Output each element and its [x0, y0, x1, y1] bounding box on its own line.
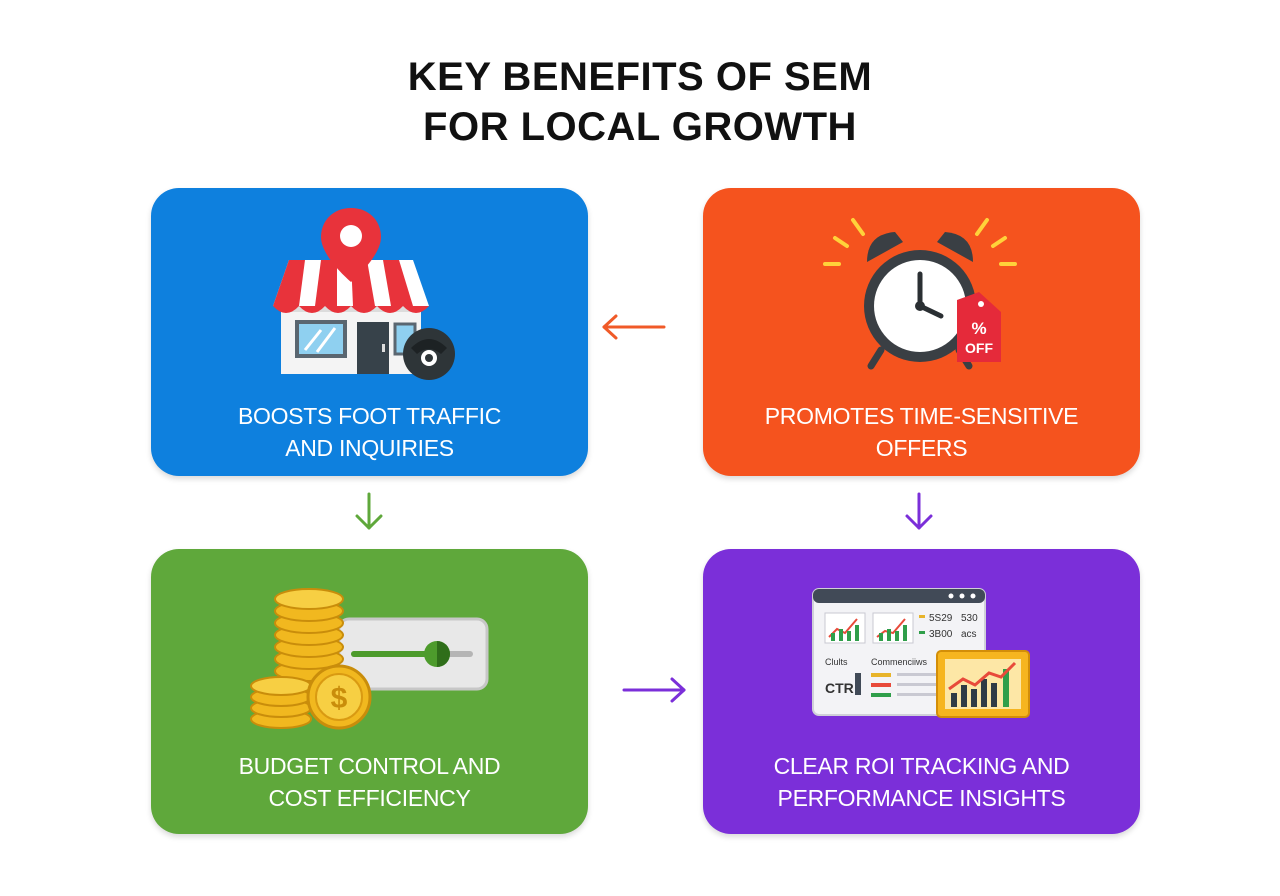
currency-symbol-text: $: [331, 682, 348, 715]
card-roi-line-1: CLEAR ROI TRACKING AND: [773, 753, 1070, 779]
card-foot-traffic: BOOSTS FOOT TRAFFIC AND INQUIRIES: [151, 188, 588, 476]
card-roi: 5S29 530 3B00 acs Clults Commenciiws CTR…: [703, 549, 1140, 834]
card-foot-traffic-line-1: BOOSTS FOOT TRAFFIC: [237, 403, 502, 429]
card-roi-line-2: PERFORMANCE INSIGHTS: [777, 785, 1066, 811]
dash-conversions-label: Commenciiws: [871, 657, 928, 667]
title-line-1: KEY BENEFITS OF SEM: [407, 55, 873, 99]
alarm-clock-discount-icon: % OFF: [823, 218, 1017, 370]
analytics-dashboard-icon: 5S29 530 3B00 acs Clults Commenciiws CTR: [812, 588, 1030, 718]
dash-clicks-label: Clults: [825, 657, 848, 667]
dash-stat-1: 5S29: [929, 613, 953, 624]
dash-stat-1b: 530: [961, 613, 978, 624]
card-time-sensitive: % OFF PROMOTES TIME-SENSITIVE OFFERS: [703, 188, 1140, 476]
card-time-sensitive-line-2: OFFERS: [875, 435, 968, 461]
discount-percent-text: %: [971, 319, 986, 338]
card-budget-line-2: COST EFFICIENCY: [268, 785, 471, 811]
arrow-down-purple: [905, 492, 933, 530]
coins-slider-icon: $: [250, 588, 489, 730]
card-budget: $ BUDGET CONTROL AND COST EFFICIENCY: [151, 549, 588, 834]
card-time-sensitive-line-1: PROMOTES TIME-SENSITIVE: [764, 403, 1079, 429]
card-foot-traffic-line-2: AND INQUIRIES: [285, 435, 454, 461]
title-line-2: FOR LOCAL GROWTH: [423, 105, 857, 149]
dash-stat-2: 3B00: [929, 629, 953, 640]
dash-ctr-label: CTR: [825, 680, 854, 696]
arrow-down-green: [355, 492, 383, 530]
page-title: KEY BENEFITS OF SEM FOR LOCAL GROWTH: [0, 52, 1280, 152]
arrow-left-orange: [602, 314, 666, 340]
storefront-location-icon: [273, 208, 455, 380]
card-budget-line-1: BUDGET CONTROL AND: [238, 753, 501, 779]
dash-stat-2b: acs: [961, 629, 977, 640]
discount-off-text: OFF: [965, 340, 993, 356]
arrow-right-purple: [622, 677, 686, 703]
